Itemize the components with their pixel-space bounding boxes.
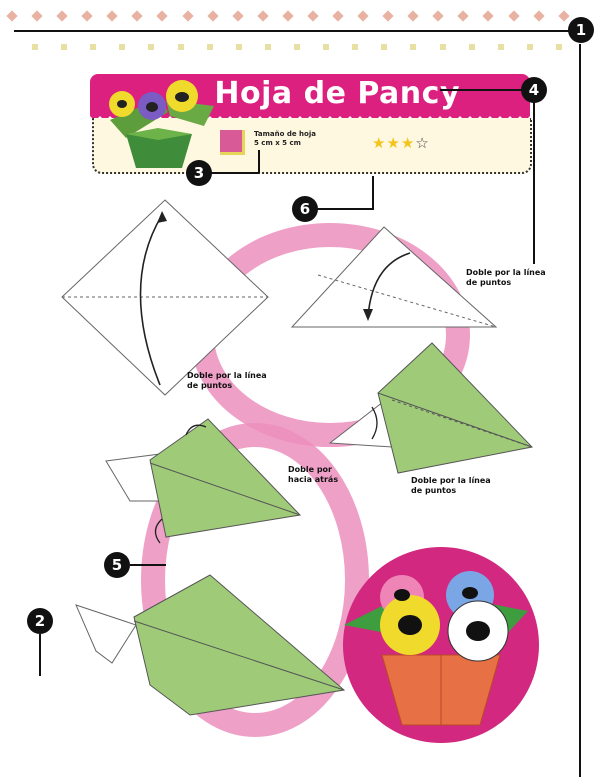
marker-2: 2 xyxy=(27,608,53,634)
paper-size: Tamaño de hoja 5 cm x 5 cm xyxy=(254,130,324,148)
leader-line-2 xyxy=(39,634,41,676)
marker-3: 3 xyxy=(186,160,212,186)
leader-line-3 xyxy=(211,172,259,174)
step-caption-fold-2: Doble por la línea de puntos xyxy=(187,371,267,390)
step-caption-fold-back: Doble por hacia atrás xyxy=(288,465,339,484)
star-empty-icon: ☆ xyxy=(415,134,430,152)
pansy-pot-illustration xyxy=(109,80,214,168)
leader-line-3b xyxy=(258,150,260,173)
leader-line-4 xyxy=(440,89,522,91)
top-rule xyxy=(14,30,574,32)
paper-swatch-icon xyxy=(220,130,245,155)
leader-line-6b xyxy=(372,176,374,210)
marker-5: 5 xyxy=(104,552,130,578)
star-icon: ★ xyxy=(372,134,387,152)
diamond-dot-row xyxy=(6,10,570,22)
leader-line-4b xyxy=(533,102,535,264)
paper-size-label: Tamaño de hoja xyxy=(254,130,316,138)
marker-1: 1 xyxy=(568,17,594,43)
marker-6: 6 xyxy=(292,196,318,222)
marker-4: 4 xyxy=(521,77,547,103)
right-rule xyxy=(579,44,581,777)
page-title: Hoja de Pancy xyxy=(214,76,460,111)
step-caption-fold-3: Doble por la línea de puntos xyxy=(411,476,491,495)
difficulty-rating: ★★★☆ xyxy=(372,134,430,152)
paper-size-value: 5 cm x 5 cm xyxy=(254,139,301,147)
leader-line-6 xyxy=(317,208,373,210)
origami-diagram xyxy=(61,199,539,743)
star-icon: ★ xyxy=(400,134,416,152)
square-dot-row xyxy=(32,44,562,50)
leader-line-5 xyxy=(130,564,166,566)
star-icon: ★ xyxy=(386,134,401,152)
step-caption-fold-1: Doble por la línea de puntos xyxy=(466,268,546,287)
header-card: Hoja de Pancy Tamaño de hoja 5 cm x 5 cm… xyxy=(90,74,532,174)
